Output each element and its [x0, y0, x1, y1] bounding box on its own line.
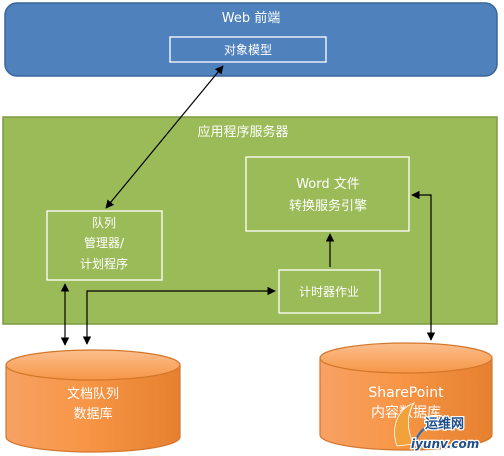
connectors [60, 65, 436, 346]
timer-job-box [278, 269, 381, 314]
app-server-panel: 应用程序服务器 队列 管理器/ 计划程序 Word 文件 转换服务引擎 计时器作… [2, 116, 498, 325]
web-frontend-title: Web 前端 [222, 10, 280, 26]
queue-manager-line1: 队列 [92, 215, 116, 230]
doc-queue-cylinder-body [5, 365, 181, 453]
word-engine-line1: Word 文件 [296, 177, 360, 192]
queue-manager-line3: 计划程序 [80, 256, 128, 271]
watermark-logo: 运维网 iyunv.com [394, 402, 481, 452]
queue-manager-line2: 管理器/ [84, 235, 125, 250]
doc-queue-database: 文档队列 数据库 [5, 349, 181, 453]
sharepoint-cylinder-top [319, 342, 493, 374]
timer-job-label: 计时器作业 [299, 285, 359, 299]
app-server-title: 应用程序服务器 [197, 124, 288, 140]
doc-queue-db-line1: 文档队列 [67, 387, 119, 402]
sharepoint-db-line1: SharePoint [368, 385, 444, 401]
sharepoint-cylinder-body [319, 358, 493, 451]
word-engine-box [245, 156, 410, 232]
doc-queue-db-line2: 数据库 [73, 406, 112, 422]
web-frontend-panel: Web 前端 对象模型 [4, 2, 498, 77]
watermark-swirl-icon [394, 402, 416, 447]
watermark-site-name: 运维网 [425, 416, 464, 432]
doc-queue-cylinder-top [5, 349, 181, 381]
watermark-arc-icon [413, 419, 449, 445]
object-model-label: 对象模型 [224, 43, 272, 57]
object-model-box [169, 36, 327, 63]
word-engine-line2: 转换服务引擎 [289, 198, 367, 214]
object-model-to-queue-arrow [105, 65, 224, 209]
queue-manager-box [46, 210, 163, 281]
engine-to-sharepoint-arrow [411, 190, 436, 341]
docdb-to-timer-arrow [82, 286, 276, 345]
watermark-domain: iyunv.com [411, 437, 479, 451]
